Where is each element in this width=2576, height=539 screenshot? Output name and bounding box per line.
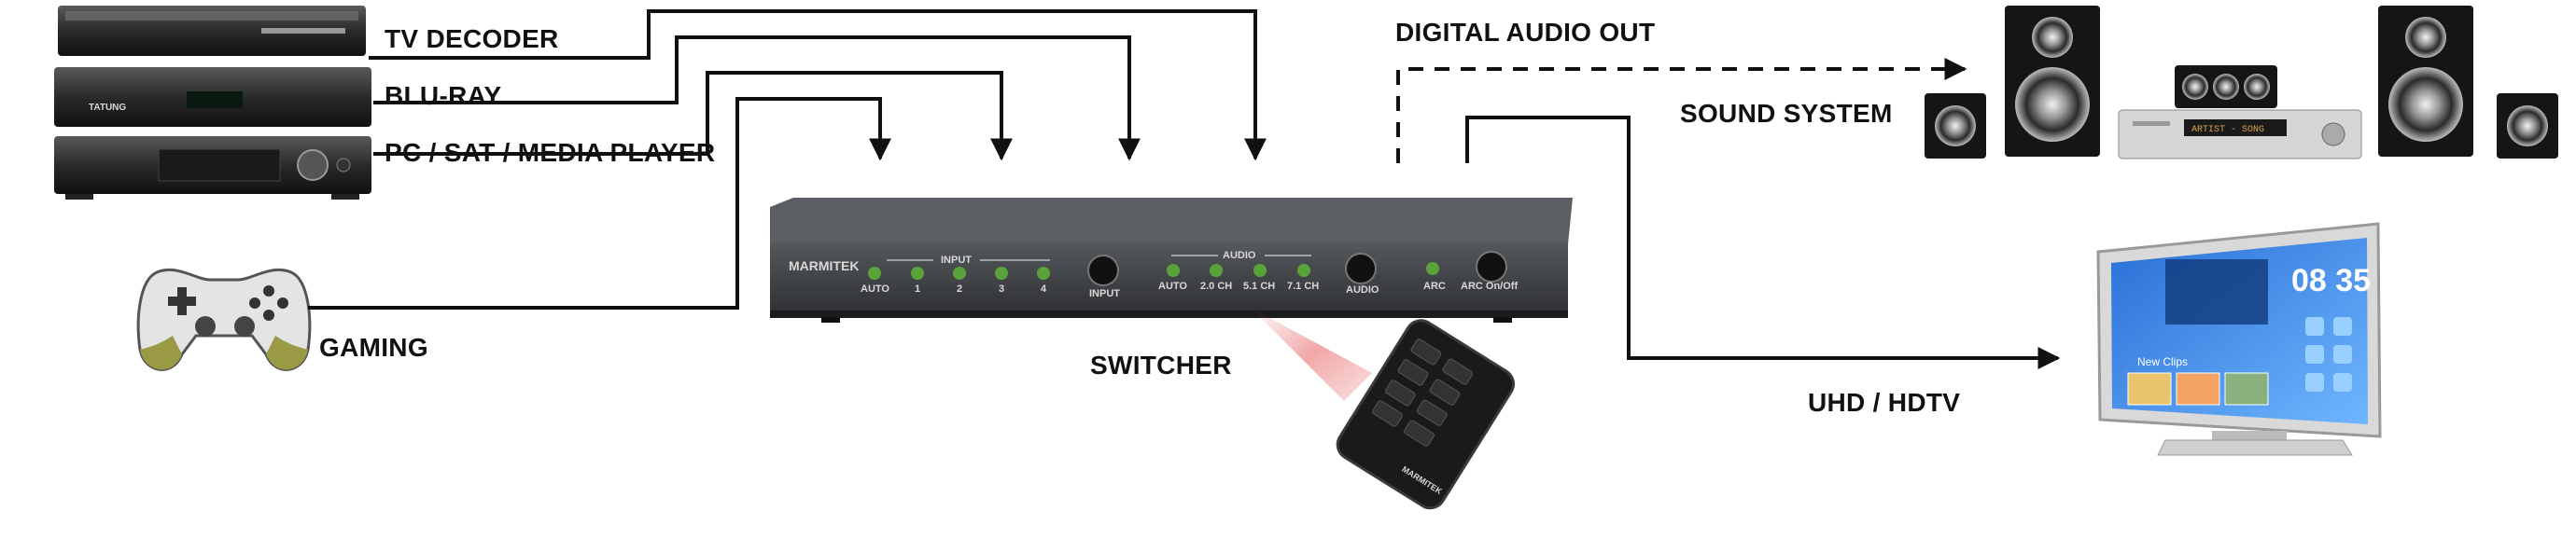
audio-button-label: AUDIO xyxy=(1346,284,1379,296)
center-speaker-icon xyxy=(2175,65,2277,108)
tv-menu-header: New Clips xyxy=(2137,355,2188,368)
cable-gaming xyxy=(308,97,891,310)
led-label-2: 2 xyxy=(957,283,962,295)
label-tv-decoder: TV DECODER xyxy=(385,24,559,53)
arc-led-label: ARC xyxy=(1423,281,1446,292)
audio-led-label-auto: AUTO xyxy=(1158,281,1187,292)
led-arc xyxy=(1426,262,1439,275)
label-uhd-hdtv: UHD / HDTV xyxy=(1808,388,1961,417)
small-speaker-right-icon xyxy=(2497,93,2558,159)
gamepad-icon xyxy=(136,268,312,371)
input-group-label: INPUT xyxy=(941,255,972,266)
audio-select-button[interactable] xyxy=(1345,253,1377,284)
led-label-auto: AUTO xyxy=(861,283,889,295)
led-label-1: 1 xyxy=(915,283,920,295)
output-cables xyxy=(1396,58,2061,369)
led-audio-2ch xyxy=(1210,264,1223,277)
blu-ray-device: TATUNG xyxy=(54,67,371,127)
ir-beam xyxy=(1251,308,1372,401)
label-pc-sat-media-player: PC / SAT / MEDIA PLAYER xyxy=(385,138,716,167)
audio-led-label-71ch: 7.1 CH xyxy=(1287,281,1319,292)
label-sound-system: SOUND SYSTEM xyxy=(1680,99,1893,128)
label-blu-ray: BLU-RAY xyxy=(385,81,502,110)
led-input-2 xyxy=(953,267,966,280)
tv-clock-text: 08 35 xyxy=(2291,263,2371,298)
sound-system-devices: ARTIST - SONG xyxy=(1925,6,2558,159)
input-button-label: INPUT xyxy=(1089,288,1120,299)
switcher-device: MARMITEK INPUT AUDIO AUTO 1 2 3 4 INPUT … xyxy=(770,198,1573,323)
receiver-display-text: ARTIST - SONG xyxy=(2191,125,2264,135)
cable-blu-ray xyxy=(373,35,1141,161)
pc-sat-media-player-device xyxy=(54,136,371,200)
led-audio-auto xyxy=(1167,264,1180,277)
cable-tv-decoder xyxy=(369,9,1267,161)
switcher-brand-text: MARMITEK xyxy=(789,258,859,273)
tower-speaker-right-icon xyxy=(2378,6,2473,157)
tower-speaker-left-icon xyxy=(2005,6,2100,157)
led-label-3: 3 xyxy=(999,283,1004,295)
cable-sound-system xyxy=(1465,116,2061,369)
source-devices-stack: TATUNG xyxy=(54,6,371,200)
led-input-auto xyxy=(868,267,881,280)
small-speaker-left-icon xyxy=(1925,93,1986,159)
audio-led-label-51ch: 5.1 CH xyxy=(1243,281,1275,292)
led-label-4: 4 xyxy=(1041,283,1047,295)
decoder-brand-text: TATUNG xyxy=(89,103,126,113)
tv-decoder-device xyxy=(58,6,366,56)
label-switcher: SWITCHER xyxy=(1090,351,1232,380)
input-select-button[interactable] xyxy=(1087,255,1119,286)
led-input-4 xyxy=(1037,267,1050,280)
led-input-1 xyxy=(911,267,924,280)
arc-toggle-button[interactable] xyxy=(1476,251,1507,283)
cable-digital-audio-out xyxy=(1396,58,1967,163)
input-cables xyxy=(308,9,1267,310)
remote-control: MARMITEK xyxy=(1336,319,1515,510)
arc-button-label: ARC On/Off xyxy=(1461,281,1518,292)
audio-group-label: AUDIO xyxy=(1223,250,1256,261)
led-input-3 xyxy=(995,267,1008,280)
led-audio-71ch xyxy=(1297,264,1310,277)
led-audio-51ch xyxy=(1253,264,1267,277)
audio-led-label-2ch: 2.0 CH xyxy=(1200,281,1232,292)
hdtv-device: 08 35 New Clips xyxy=(2096,222,2382,456)
label-digital-audio-out: DIGITAL AUDIO OUT xyxy=(1395,18,1656,47)
cable-pc-sat xyxy=(373,71,1013,161)
label-gaming: GAMING xyxy=(319,333,428,362)
av-receiver-icon: ARTIST - SONG xyxy=(2118,109,2362,159)
